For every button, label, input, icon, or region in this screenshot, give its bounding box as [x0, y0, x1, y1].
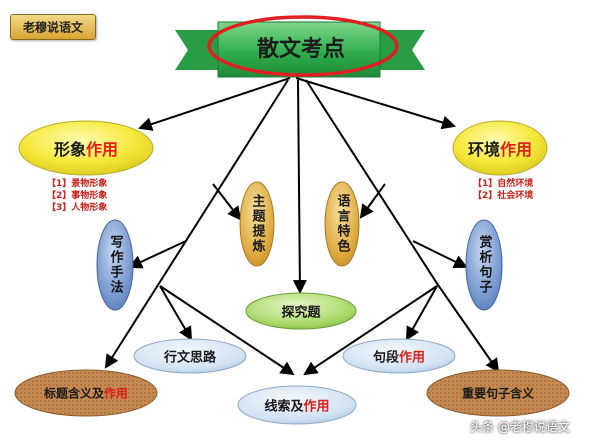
author-badge-label: 老穆说语文: [22, 20, 84, 35]
node-environment-label: 环境作用: [468, 136, 532, 160]
connector-important-sentence: [305, 79, 500, 373]
connector-technique: [128, 240, 187, 269]
ribbon-tail-right: [378, 30, 425, 70]
node-explore-shape: [245, 292, 357, 330]
connector-sentence-para: [405, 285, 438, 341]
connector-train-of-thought: [159, 285, 193, 341]
node-train-label: 行文思路: [163, 350, 217, 366]
node-environment-item: 【2】社会环境: [473, 191, 534, 201]
node-technique-label: 写作手法: [107, 235, 123, 295]
node-title-meaning-main: 标题含义及: [43, 386, 104, 401]
node-title-meaning-accent: 作用: [104, 386, 129, 401]
connectors: [104, 77, 500, 376]
node-important-sentence-label: 重要句子含义: [461, 386, 535, 401]
node-train-shape: [133, 338, 247, 374]
node-language-label: 语言特色: [334, 194, 350, 254]
node-technique-shape: [96, 219, 134, 311]
node-clue-label: 线索及作用: [264, 396, 329, 415]
connector-clue-left: [159, 285, 295, 376]
node-environment-items: 【1】自然环境 【2】社会环境: [473, 178, 533, 202]
node-theme-label: 主题提炼: [249, 194, 265, 254]
banner-ribbon: [175, 15, 425, 78]
author-badge: 老穆说语文: [10, 14, 96, 40]
node-image-accent: 作用: [86, 140, 119, 159]
node-sentence-para-label: 句段作用: [373, 347, 425, 366]
node-title-meaning-label: 标题含义及作用: [44, 385, 128, 402]
node-environment-accent: 作用: [500, 140, 533, 159]
connector-appreciate: [412, 240, 468, 269]
connector-image: [138, 77, 291, 131]
node-image-shape: [18, 120, 154, 176]
node-environment-item: 【1】自然环境: [473, 179, 534, 189]
connector-theme: [212, 183, 242, 221]
node-image-items: 【1】景物形象 【2】事物形象 【3】人物形象: [47, 178, 107, 214]
connector-language: [359, 183, 386, 219]
node-image-item: 【3】人物形象: [47, 203, 108, 213]
node-language-shape: [324, 181, 360, 267]
node-important-sentence-shape: [426, 369, 570, 417]
node-environment-main: 环境: [467, 140, 500, 159]
node-clue-shape: [237, 385, 357, 425]
connector-explore: [292, 79, 307, 295]
node-appreciate-shape: [465, 219, 503, 311]
node-sentence-para-shape: [342, 338, 456, 374]
node-title-meaning-shape: [14, 369, 158, 417]
node-clue-main: 线索及: [264, 399, 304, 415]
page-title: 散文考点: [256, 37, 346, 62]
node-sentence-para-accent: 作用: [399, 350, 426, 366]
node-theme-shape: [239, 181, 275, 267]
connector-environment: [295, 77, 457, 130]
node-sentence-para-main: 句段: [372, 350, 399, 366]
red-circle-annotation: [207, 15, 399, 77]
node-image-main: 形象: [53, 140, 86, 159]
node-environment-shape: [452, 120, 548, 176]
node-image-item: 【1】景物形象: [47, 179, 108, 189]
node-image-label: 形象作用: [54, 136, 118, 160]
connector-title-meaning: [104, 79, 289, 369]
watermark: 头条 @老穆说语文: [470, 420, 570, 434]
node-clue-accent: 作用: [303, 399, 330, 415]
connector-clue-right: [303, 285, 438, 376]
node-appreciate-label: 赏析句子: [476, 235, 492, 295]
node-explore-label: 探究题: [281, 305, 321, 321]
node-image-item: 【2】事物形象: [47, 191, 108, 201]
